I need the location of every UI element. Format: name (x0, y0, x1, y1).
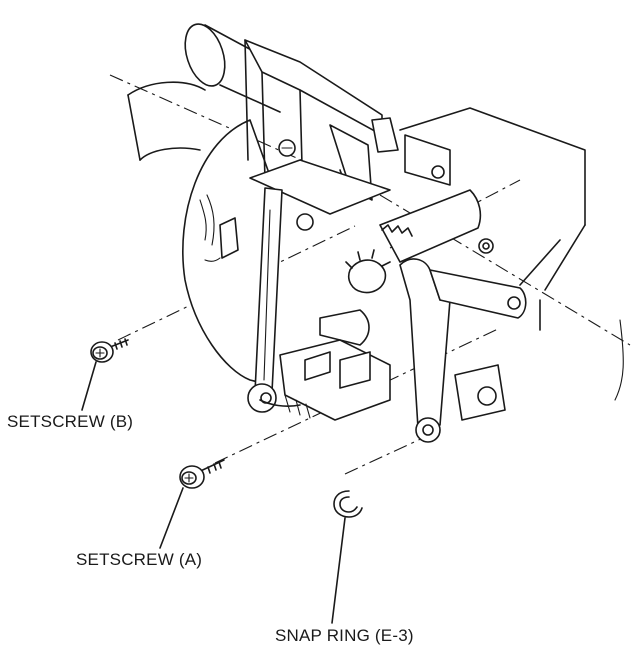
cross-plate (249, 159, 391, 231)
leader-line-setscrew-b (81, 361, 97, 411)
machine-housing (127, 81, 624, 401)
setscrew-a-label: SETSCREW (A) (76, 550, 203, 569)
right-arm (399, 258, 527, 443)
left-lever (247, 187, 283, 413)
setscrew-a (159, 459, 225, 549)
leader-line-setscrew-a (159, 487, 184, 549)
snap-ring-label: SNAP RING (E-3) (275, 626, 414, 645)
pulley-drum (184, 23, 281, 113)
motor-housing (182, 119, 276, 386)
lower-actuator (259, 309, 506, 421)
snap-ring (331, 490, 363, 624)
leader-line-snap-ring (331, 517, 346, 624)
gear-sector (345, 189, 494, 294)
setscrew-b (81, 338, 129, 411)
setscrew-b-label: SETSCREW (B) (7, 412, 134, 431)
